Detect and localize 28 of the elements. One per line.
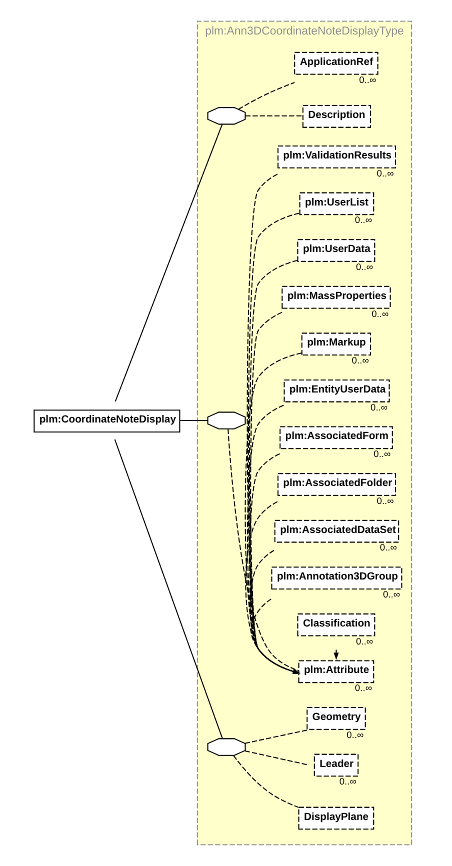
connector [114,439,223,739]
node-label: 0..∞ [376,168,394,178]
node-label: 0..∞ [383,589,400,600]
connector [180,420,208,422]
connector [244,730,308,744]
node-label: 0..∞ [374,449,391,460]
node-label: 0..∞ [354,215,372,226]
connector [233,755,299,808]
arrow [334,650,339,660]
node-label: 0..∞ [372,308,389,319]
node-octagon [207,107,246,125]
connector [228,428,299,672]
node-label: 0..∞ [380,542,397,553]
node-label: 0..∞ [352,356,369,366]
connector [114,124,223,402]
node-label: 0..∞ [356,262,374,272]
connector [238,82,295,110]
node-octagon [207,412,246,430]
connector [245,115,302,116]
node-label: 0..∞ [359,74,376,85]
connector [244,750,308,766]
node-octagon [207,738,246,756]
node-label: 0..∞ [356,636,374,646]
node-label: 0..∞ [346,730,364,740]
node-label: 0..∞ [376,496,394,506]
node-label: 0..∞ [370,402,388,412]
node-label: 0..∞ [354,683,372,694]
node-label: 0..∞ [339,776,356,787]
